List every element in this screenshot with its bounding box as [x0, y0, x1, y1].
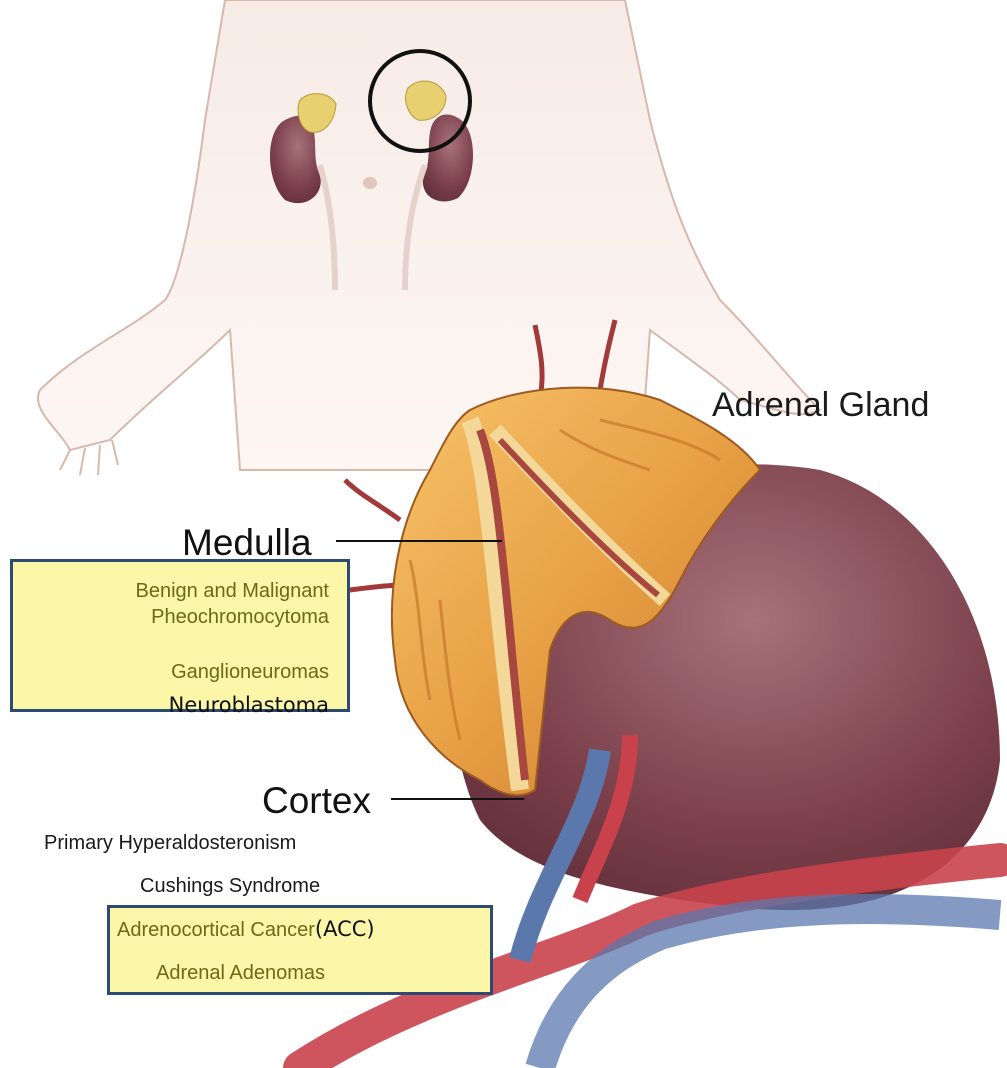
medulla-condition-ganglioneuromas: Ganglioneuromas — [171, 659, 329, 685]
cortex-condition-hyperaldosteronism: Primary Hyperaldosteronism — [44, 832, 296, 855]
medulla-condition-neuroblastoma: Neuroblastoma — [169, 692, 329, 718]
medulla-condition-pheochromocytoma: Benign and Malignant Pheochromocytoma — [136, 578, 329, 630]
acc-abbreviation: (ACC) — [315, 917, 375, 941]
cortex-label: Cortex — [262, 780, 371, 822]
medulla-conditions-box: Benign and Malignant Pheochromocytoma Ga… — [10, 559, 350, 712]
cortex-condition-cushings: Cushings Syndrome — [140, 875, 320, 898]
cortex-condition-acc: Adrenocortical Cancer(ACC) — [117, 917, 375, 942]
diagram-title: Adrenal Gland — [712, 386, 929, 425]
body-silhouette — [38, 0, 820, 475]
cortex-condition-adenomas: Adrenal Adenomas — [156, 962, 325, 985]
acc-label: Adrenocortical Cancer — [117, 919, 315, 941]
medulla-label: Medulla — [182, 522, 312, 564]
